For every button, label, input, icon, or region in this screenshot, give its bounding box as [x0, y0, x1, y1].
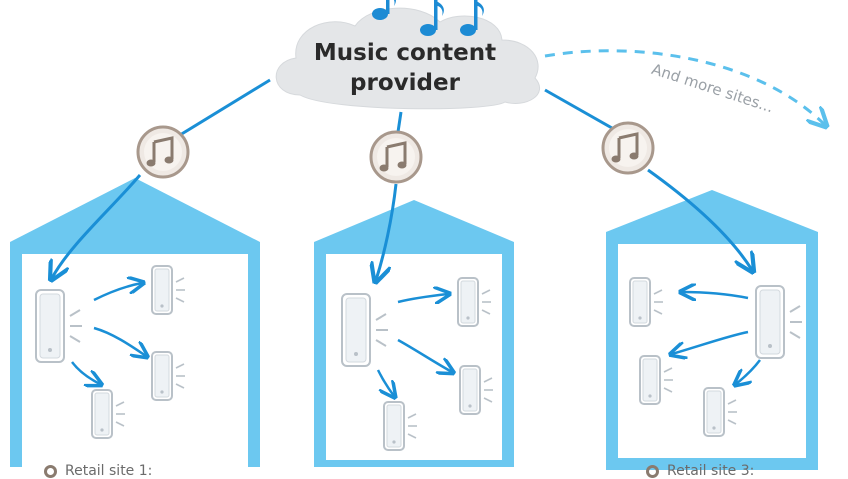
- feed-arrow-3: [647, 168, 752, 270]
- internal-arrow: [736, 359, 761, 384]
- internal-arrow: [682, 292, 749, 298]
- internal-arrow: [397, 294, 448, 302]
- cloud-title-line1: Music content: [313, 40, 497, 66]
- feed-line-2: [396, 111, 403, 133]
- internal-arrow: [93, 326, 146, 356]
- site-label-text: Retail site 3:: [667, 463, 755, 479]
- feed-arrow-2: [376, 183, 398, 280]
- cloud-title-line2: provider: [350, 70, 460, 96]
- feed-line-3: [544, 88, 613, 130]
- music-note-icon: [372, 0, 484, 36]
- internal-arrow: [71, 361, 100, 384]
- music-note-badge-icon: [369, 130, 423, 184]
- feed-line-1: [179, 78, 271, 137]
- cloud-title: Music content provider: [300, 38, 510, 98]
- internal-arrow: [672, 330, 749, 354]
- feed-arrow-1: [52, 174, 142, 278]
- internal-arrow: [397, 338, 452, 372]
- internal-arrow: [93, 283, 142, 302]
- more-sites-arrow: [544, 49, 825, 125]
- internal-arrow: [376, 369, 394, 396]
- site-label-1: Retail site 1:: [44, 463, 152, 479]
- site-label-3: Retail site 3:: [646, 463, 754, 479]
- music-note-badge-icon: [136, 125, 190, 179]
- site-marker-icon: [44, 464, 57, 478]
- site-marker-icon: [646, 464, 659, 478]
- music-note-badge-icon: [601, 121, 655, 175]
- site-label-text: Retail site 1:: [65, 463, 153, 479]
